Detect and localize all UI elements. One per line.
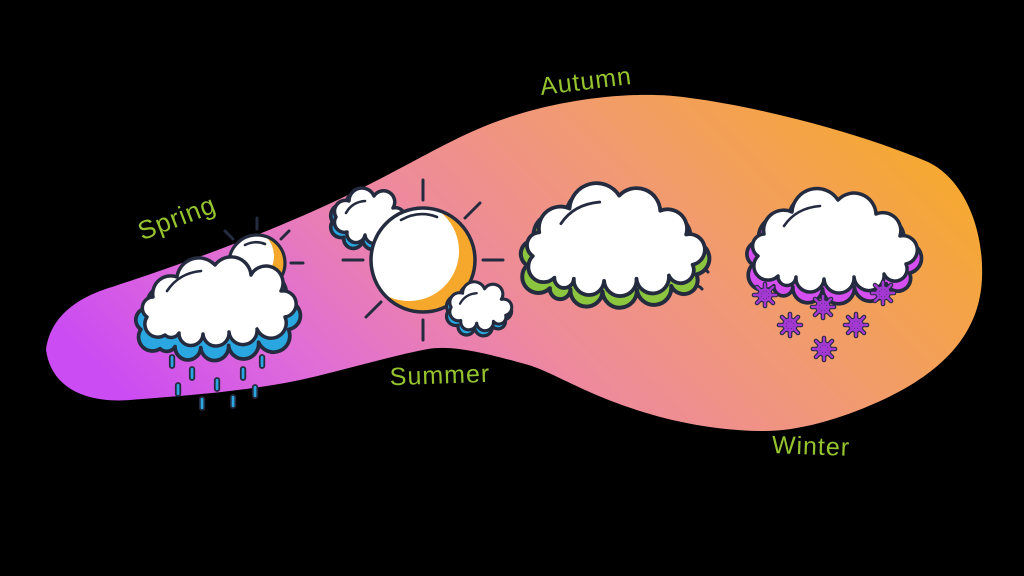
raindrops bbox=[168, 354, 266, 411]
snowflake-icon bbox=[845, 314, 867, 336]
sun-icon bbox=[369, 206, 477, 314]
winter-label: Winter bbox=[771, 431, 851, 462]
small-cloud-top-left bbox=[328, 186, 407, 252]
wind-cloud bbox=[521, 181, 710, 308]
rain-cloud bbox=[133, 255, 303, 363]
snowflake-icon bbox=[812, 296, 834, 318]
winter-icon bbox=[745, 186, 924, 360]
snowflake-icon bbox=[813, 338, 835, 360]
snow-cloud bbox=[745, 186, 924, 306]
autumn-icon bbox=[521, 181, 710, 308]
summer-icon bbox=[328, 178, 514, 342]
small-cloud-bottom-right bbox=[444, 280, 514, 338]
snowflake-icon bbox=[779, 314, 801, 336]
snowflake-icon bbox=[754, 284, 776, 306]
summer-label: Summer bbox=[389, 359, 491, 392]
snowflake-icon bbox=[872, 282, 894, 304]
